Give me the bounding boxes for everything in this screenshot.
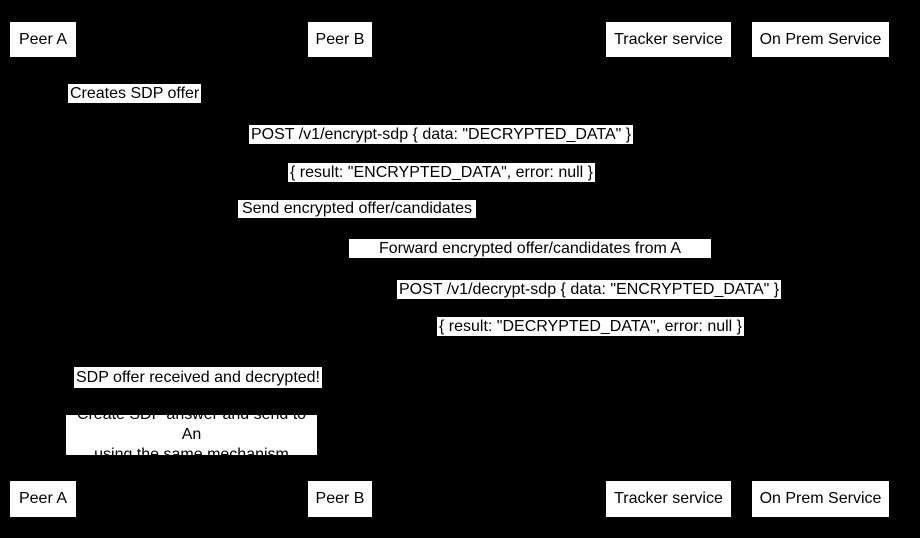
message-post-decrypt-sdp: POST /v1/decrypt-sdp { data: "ENCRYPTED_…	[397, 280, 782, 299]
note-line-1: Create SDP answer and send to An	[76, 406, 307, 443]
participant-bottom-tracker-service: Tracker service	[606, 481, 731, 517]
participant-bottom-peer-a: Peer A	[10, 481, 76, 517]
message-sdp-offer-received: SDP offer received and decrypted!	[74, 367, 322, 388]
message-creates-sdp-offer: Creates SDP offer	[68, 84, 202, 103]
message-result-decrypted-data: { result: "DECRYPTED_DATA", error: null …	[437, 317, 745, 336]
participant-bottom-on-prem-service: On Prem Service	[752, 481, 889, 517]
message-forward-encrypted-offer: Forward encrypted offer/candidates from …	[349, 239, 711, 258]
participant-top-tracker-service: Tracker service	[606, 22, 731, 57]
participant-top-peer-a: Peer A	[10, 22, 76, 57]
participant-top-on-prem-service: On Prem Service	[752, 22, 889, 57]
note-line-2: using the same mechanism	[94, 446, 289, 463]
participant-bottom-peer-b: Peer B	[308, 481, 372, 517]
message-send-encrypted-offer: Send encrypted offer/candidates	[238, 200, 476, 218]
message-post-encrypt-sdp: POST /v1/encrypt-sdp { data: "DECRYPTED_…	[249, 125, 634, 144]
message-result-encrypted-data: { result: "ENCRYPTED_DATA", error: null …	[288, 163, 596, 182]
note-create-sdp-answer: Create SDP answer and send to An using t…	[66, 406, 317, 463]
participant-top-peer-b: Peer B	[308, 22, 372, 57]
